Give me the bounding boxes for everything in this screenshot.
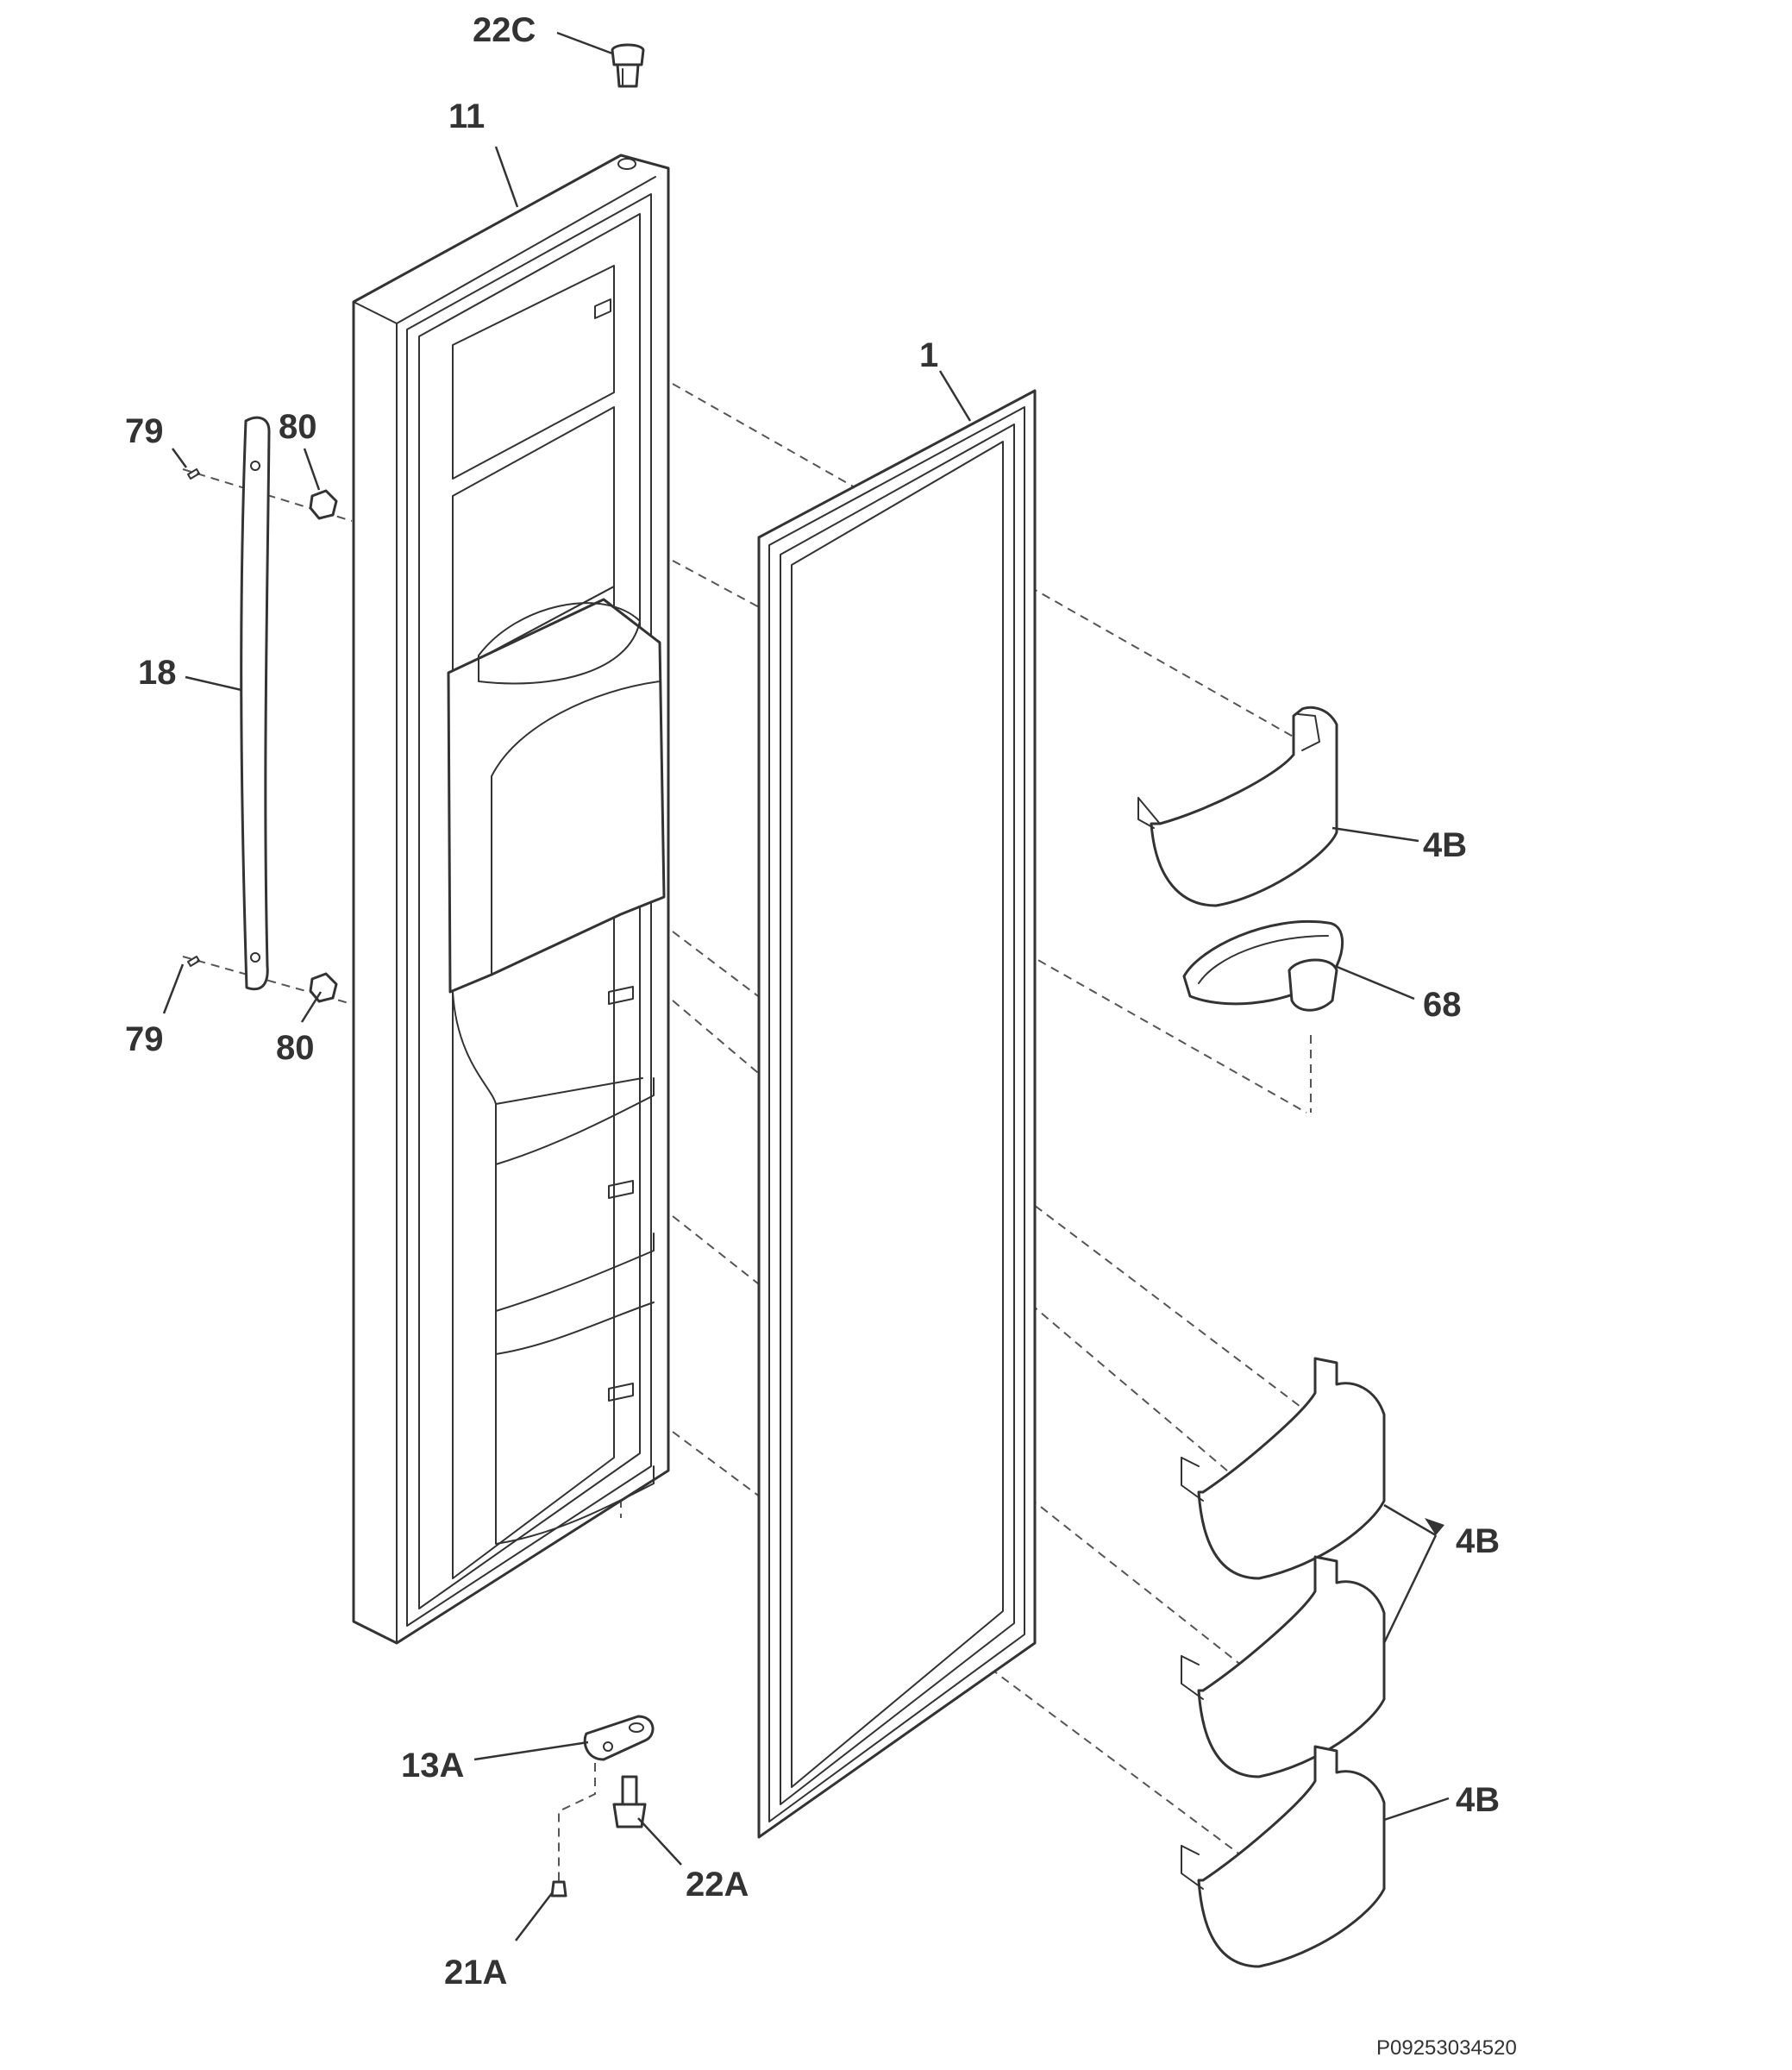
label-80-bottom: 80 [276,1029,315,1067]
part-labels: 22C 11 1 79 80 18 4B 68 79 80 4B 4B 13A … [125,11,1500,1992]
door-gasket-part-1 [757,389,1037,1839]
label-4b-bottom: 4B [1456,1781,1500,1819]
label-22a: 22A [686,1866,749,1904]
door-bin-middle-lower-part-4b [1181,1555,1386,1778]
ice-bucket-cup-part-68 [1182,920,1344,1012]
label-21a: 21A [444,1954,507,1992]
bottom-hinge-parts [550,1715,655,1898]
door-bin-bottom-part-4b [1181,1745,1386,1968]
label-11: 11 [448,97,485,135]
label-1: 1 [919,336,938,374]
label-4b-middle: 4B [1456,1522,1500,1560]
handle-fasteners [187,468,338,1003]
door-assembly-part-11 [352,154,670,1645]
label-22c: 22C [473,11,536,49]
door-bin-middle-upper-part-4b [1181,1357,1386,1580]
label-18: 18 [138,654,177,692]
label-68: 68 [1423,986,1462,1024]
document-id: P09253034520 [1376,2036,1517,2060]
label-4b-top: 4B [1423,826,1467,864]
label-79-top: 79 [125,412,164,450]
label-13a: 13A [401,1747,464,1785]
label-80-top: 80 [279,408,317,446]
label-leader-lines [162,31,1450,1941]
door-handle-part-18 [240,416,271,991]
bracket-arrowhead [1425,1518,1444,1535]
door-bin-top-part-4b [1137,706,1338,907]
label-79-bottom: 79 [125,1020,164,1058]
top-hinge-pin-part-22c [611,43,645,88]
